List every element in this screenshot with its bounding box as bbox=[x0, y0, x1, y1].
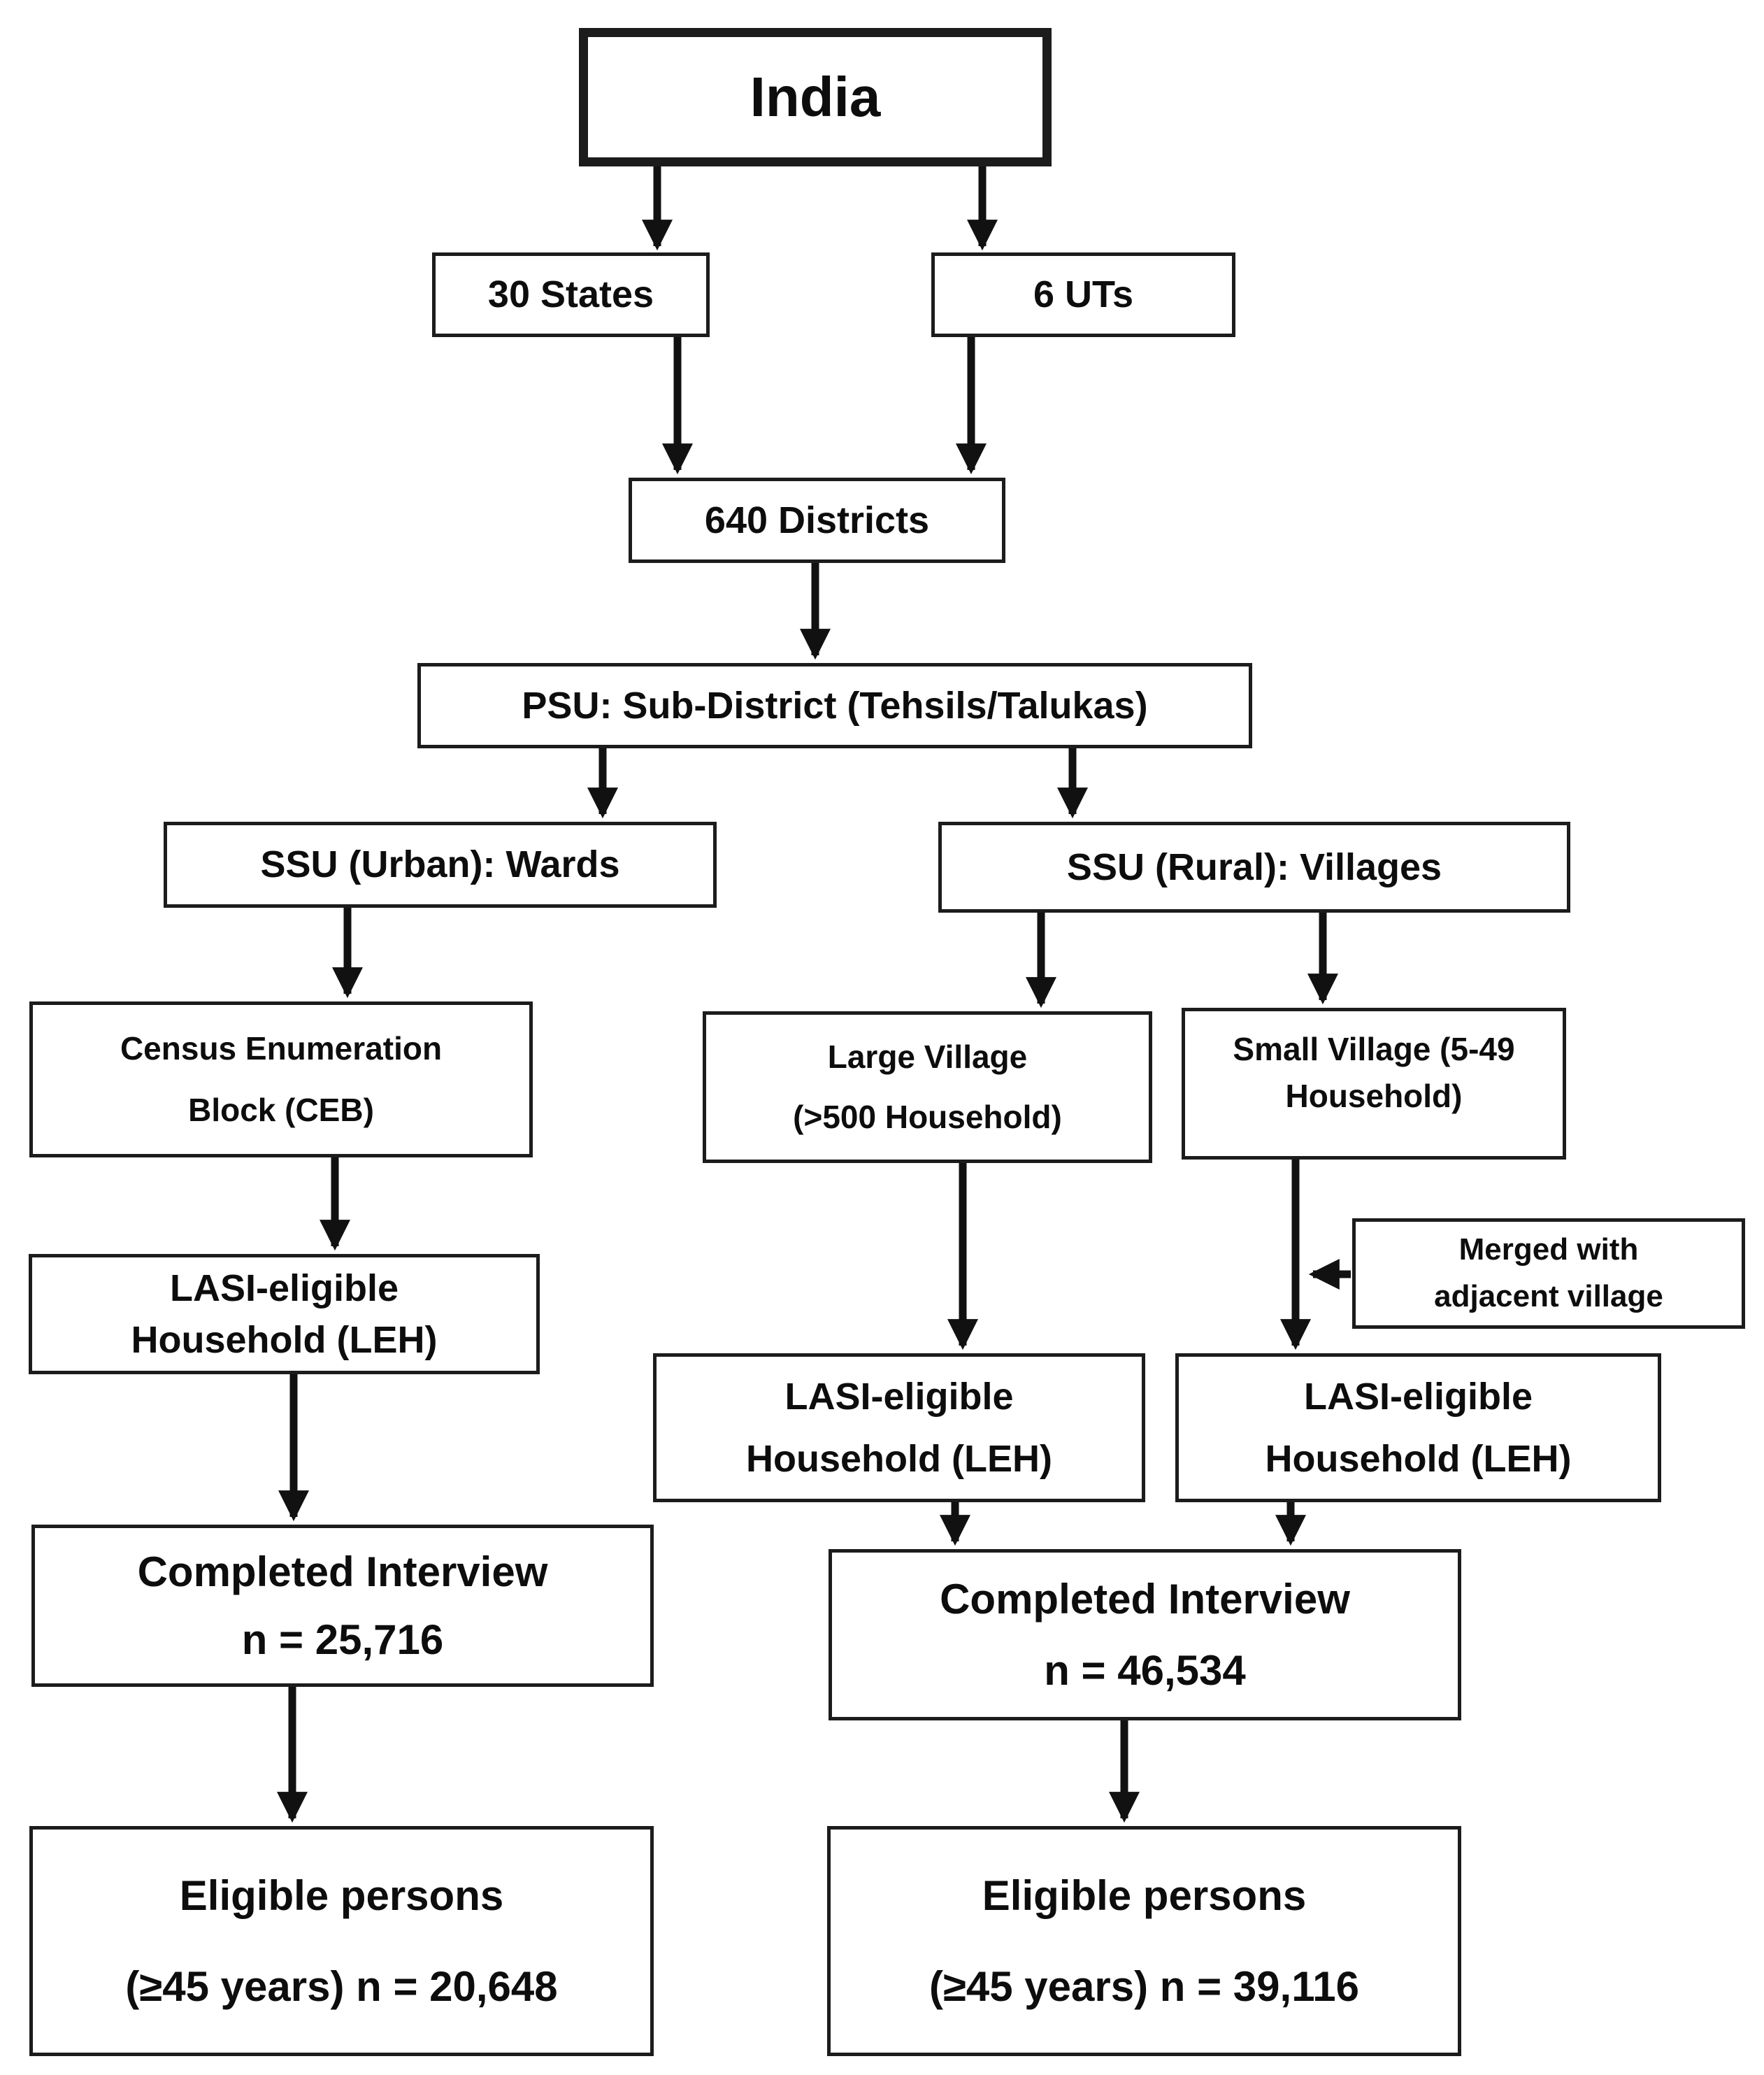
node-merged-line2: adjacent village bbox=[1434, 1279, 1663, 1314]
node-eligible-persons-rural: Eligible persons (≥45 years) n = 39,116 bbox=[827, 1826, 1461, 2056]
node-ssu-rural-label: SSU (Rural): Villages bbox=[1066, 846, 1442, 888]
node-640-districts-label: 640 Districts bbox=[704, 499, 930, 541]
node-ceb-line1: Census Enumeration bbox=[120, 1029, 443, 1067]
node-640-districts: 640 Districts bbox=[629, 478, 1005, 563]
node-small-village-line2: Household) bbox=[1285, 1077, 1463, 1114]
node-ssu-urban-label: SSU (Urban): Wards bbox=[260, 843, 620, 886]
node-6-uts: 6 UTs bbox=[931, 252, 1235, 337]
node-large-village: Large Village (>500 Household) bbox=[703, 1011, 1152, 1163]
node-ssu-urban-wards: SSU (Urban): Wards bbox=[164, 822, 717, 908]
node-ceb-line2: Block (CEB) bbox=[188, 1092, 374, 1129]
node-6-uts-label: 6 UTs bbox=[1033, 273, 1134, 316]
node-leh-urban: LASI-eligible Household (LEH) bbox=[29, 1254, 540, 1374]
node-india-label: India bbox=[750, 66, 881, 128]
node-large-village-line2: (>500 Household) bbox=[793, 1099, 1062, 1136]
node-eligible-rural-line1: Eligible persons bbox=[982, 1872, 1307, 1920]
node-merged-with-adjacent-village: Merged with adjacent village bbox=[1352, 1218, 1745, 1329]
node-psu-sub-district: PSU: Sub-District (Tehsils/Talukas) bbox=[417, 663, 1252, 748]
node-large-village-line1: Large Village bbox=[827, 1038, 1028, 1075]
node-completed-rural-count: n = 46,534 bbox=[1044, 1646, 1246, 1694]
node-merged-line1: Merged with bbox=[1458, 1232, 1639, 1267]
node-small-village-line1: Small Village (5-49 bbox=[1233, 1031, 1515, 1067]
node-ssu-rural-villages: SSU (Rural): Villages bbox=[938, 822, 1570, 913]
node-leh-large-line1: LASI-eligible bbox=[784, 1376, 1014, 1418]
node-leh-urban-line2: Household (LEH) bbox=[131, 1319, 438, 1362]
node-30-states: 30 States bbox=[432, 252, 710, 337]
node-completed-rural-line1: Completed Interview bbox=[940, 1576, 1350, 1623]
node-leh-small-village: LASI-eligible Household (LEH) bbox=[1175, 1353, 1661, 1502]
node-eligible-rural-count: (≥45 years) n = 39,116 bbox=[928, 1962, 1360, 2010]
node-psu-label: PSU: Sub-District (Tehsils/Talukas) bbox=[522, 684, 1148, 727]
node-eligible-persons-urban: Eligible persons (≥45 years) n = 20,648 bbox=[29, 1826, 654, 2056]
node-small-village: Small Village (5-49 Household) bbox=[1182, 1008, 1566, 1160]
node-leh-small-line1: LASI-eligible bbox=[1303, 1376, 1533, 1418]
node-eligible-urban-line1: Eligible persons bbox=[179, 1872, 504, 1920]
node-leh-large-line2: Household (LEH) bbox=[746, 1437, 1052, 1480]
node-india: India bbox=[579, 28, 1052, 166]
node-eligible-urban-count: (≥45 years) n = 20,648 bbox=[125, 1962, 558, 2010]
node-leh-small-line2: Household (LEH) bbox=[1265, 1437, 1572, 1480]
node-completed-interview-rural: Completed Interview n = 46,534 bbox=[829, 1549, 1461, 1720]
node-leh-large-village: LASI-eligible Household (LEH) bbox=[653, 1353, 1145, 1502]
node-completed-urban-count: n = 25,716 bbox=[241, 1616, 444, 1663]
node-leh-urban-line1: LASI-eligible bbox=[169, 1267, 399, 1309]
node-completed-urban-line1: Completed Interview bbox=[137, 1548, 548, 1595]
node-census-enumeration-block: Census Enumeration Block (CEB) bbox=[29, 1001, 533, 1157]
node-30-states-label: 30 States bbox=[487, 273, 654, 316]
node-completed-interview-urban: Completed Interview n = 25,716 bbox=[31, 1525, 654, 1687]
